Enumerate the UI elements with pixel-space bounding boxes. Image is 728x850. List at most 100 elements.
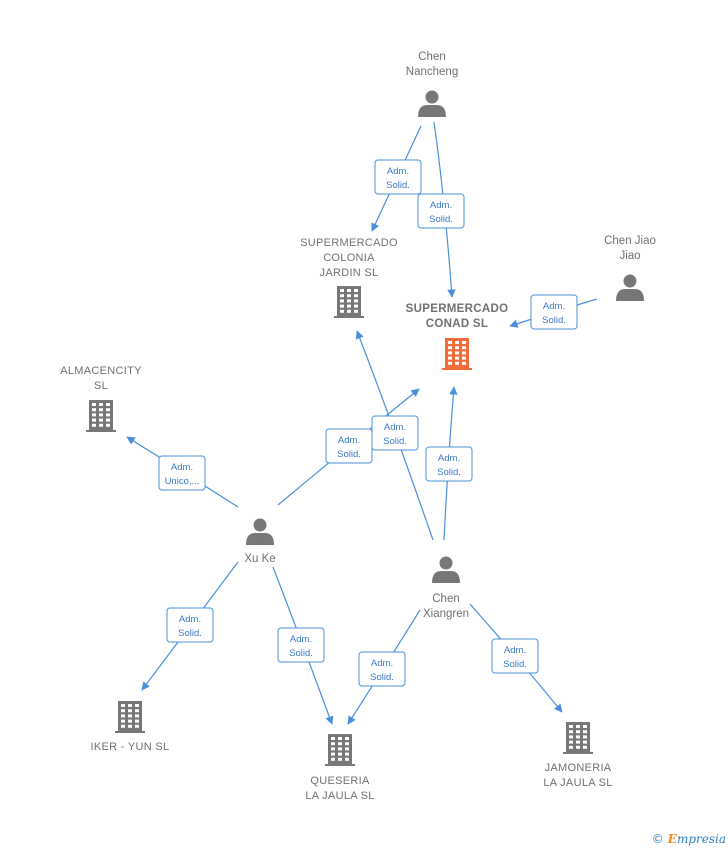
footer-brand[interactable]: ©Empresia (652, 832, 726, 846)
node-label: JARDIN SL (320, 267, 379, 279)
building-window (455, 351, 459, 355)
building-window (354, 289, 358, 292)
node-iker-yun[interactable]: IKER - YUN SL (91, 701, 170, 753)
node-queseria-la-jaula[interactable]: QUESERIA LA JAULA SL (305, 734, 374, 802)
building-window (448, 361, 452, 365)
building-icon (334, 286, 364, 318)
building-window (106, 423, 110, 427)
person-body (432, 571, 460, 583)
building-window (121, 724, 125, 728)
edge-label[interactable]: Adm.Solid. (425, 446, 473, 482)
building-window (455, 356, 459, 360)
building-window (121, 709, 125, 713)
person-head (439, 556, 453, 570)
edge-label-line: Solid. (542, 315, 566, 326)
building-window (106, 413, 110, 417)
copyright-icon: © (651, 832, 664, 846)
node-label: Xiangren (423, 608, 469, 620)
building-window (347, 309, 351, 313)
building-window (92, 403, 96, 406)
node-label: SL (94, 380, 108, 392)
node-label: LA JAULA SL (543, 777, 612, 789)
building-window (354, 294, 358, 298)
node-xu-ke[interactable]: Xu Ke (244, 518, 276, 566)
building-window (347, 294, 351, 298)
edge-label-line: Adm. (438, 453, 460, 464)
edge-label-line: Adm. (371, 658, 393, 669)
node-label: Chen (418, 51, 446, 63)
building-window (462, 351, 466, 355)
building-window (340, 309, 344, 313)
building-window (583, 725, 587, 728)
person-icon (246, 518, 274, 545)
edge-label[interactable]: Adm.Solid. (325, 428, 373, 464)
building-window (135, 724, 139, 728)
building-window (462, 341, 466, 344)
edge-label-line: Solid. (383, 436, 407, 447)
edge-label[interactable]: Adm.Unico,... (158, 455, 206, 491)
building-window (135, 714, 139, 718)
building-window (340, 299, 344, 303)
building-window (135, 704, 139, 707)
building-window (99, 408, 103, 412)
edge-label[interactable]: Adm. Solid. (530, 294, 578, 330)
building-window (331, 747, 335, 751)
edge-label-line: Solid. (289, 648, 313, 659)
building-icon (325, 734, 355, 766)
building-window (448, 356, 452, 360)
building-window (462, 356, 466, 360)
edge-label-line: Adm. (543, 301, 565, 312)
edge-chen-nancheng-to-supermercado-colonia-jardin (371, 125, 422, 232)
building-window (106, 403, 110, 406)
building-window (354, 309, 358, 313)
building-window (106, 418, 110, 422)
person-body (616, 289, 644, 301)
edge-label[interactable]: Adm.Solid. (358, 651, 406, 687)
person-head (253, 518, 267, 532)
edge-label[interactable]: Adm.Solid. (374, 159, 422, 195)
edge-label[interactable]: Adm.Solid. (166, 607, 214, 643)
edge-label[interactable]: Adm.Solid. (491, 638, 539, 674)
building-icon (86, 400, 116, 432)
building-window (338, 737, 342, 740)
node-label: SUPERMERCADO (406, 303, 509, 315)
person-icon (418, 90, 446, 117)
building-window (347, 299, 351, 303)
building-icon (563, 722, 593, 754)
edge-label[interactable]: Adm.Solid. (277, 627, 325, 663)
building-window (354, 304, 358, 308)
building-window (128, 709, 132, 713)
building-window (462, 346, 466, 350)
edge-label-line: Adm. (430, 200, 452, 211)
building-window (338, 752, 342, 756)
building-window (354, 299, 358, 303)
edge-label-box (277, 627, 325, 663)
edge-label-line: Adm. (384, 422, 406, 433)
edge-label[interactable]: Adm. Solid. (371, 415, 419, 451)
building-window (569, 745, 573, 749)
building-window (121, 719, 125, 723)
edge-label-line: Adm. (338, 435, 360, 446)
building-window (92, 418, 96, 422)
node-label: LA JAULA SL (305, 790, 374, 802)
building-window (135, 709, 139, 713)
building-window (576, 730, 580, 734)
node-label: SUPERMERCADO (300, 237, 398, 249)
node-label: QUESERIA (310, 775, 370, 787)
building-window (331, 752, 335, 756)
edge-label-line: Solid. (503, 659, 527, 670)
node-label: Chen Jiao (604, 235, 656, 247)
edge-label-box (371, 415, 419, 451)
edge-label[interactable]: Adm.Solid. (417, 193, 465, 229)
building-window (106, 408, 110, 412)
edge-label-box (358, 651, 406, 687)
edge-label-line: Adm. (179, 614, 201, 625)
building-window (92, 413, 96, 417)
